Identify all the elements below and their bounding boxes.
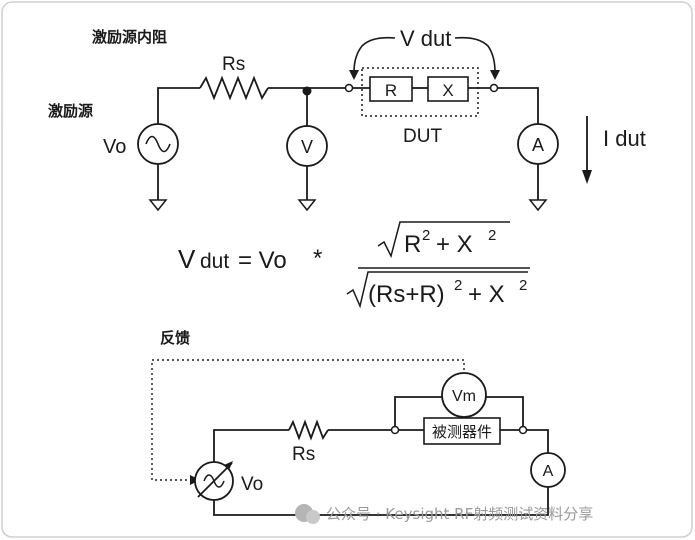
wire-ammeter-top bbox=[498, 87, 539, 124]
wire-bottom-left bbox=[213, 429, 289, 462]
terminal-left bbox=[390, 425, 400, 435]
label-ammeter: A bbox=[532, 135, 544, 155]
wire-vm-left bbox=[394, 396, 442, 426]
ground-icon bbox=[148, 199, 168, 212]
r-box bbox=[369, 76, 413, 102]
terminal-right bbox=[489, 83, 499, 93]
resistor-rs bbox=[199, 75, 269, 101]
label-dut: DUT bbox=[403, 126, 442, 147]
label-vdut: V dut bbox=[400, 26, 451, 51]
formula-eq-vo: = Vo bbox=[238, 247, 287, 274]
wire-bottom-return bbox=[213, 486, 549, 516]
den-plus-x: + X bbox=[468, 281, 505, 308]
sqrt-numerator bbox=[377, 221, 510, 259]
wire-vm-right bbox=[486, 396, 524, 426]
idut-arrowhead bbox=[582, 170, 592, 184]
label-vo2: Vo bbox=[241, 474, 263, 495]
vdut-arrow-left bbox=[353, 36, 396, 73]
label-source: 激励源 bbox=[48, 102, 93, 120]
ammeter2-icon bbox=[530, 452, 566, 488]
label-idut: I dut bbox=[603, 126, 646, 151]
arrowhead bbox=[349, 70, 359, 80]
top-circuit bbox=[157, 75, 539, 200]
label-dut2: 被测器件 bbox=[432, 423, 492, 441]
label-voltmeter: V bbox=[301, 137, 313, 157]
dut2-box bbox=[423, 417, 501, 445]
label-rs2: Rs bbox=[292, 444, 315, 465]
den-exp1: 2 bbox=[454, 277, 462, 294]
wire-ammeter2-top bbox=[527, 429, 549, 453]
den-exp2: 2 bbox=[519, 277, 527, 294]
num-plus-x: + X bbox=[436, 231, 473, 258]
label-amp2: A bbox=[543, 463, 554, 480]
vdut-arrow-right bbox=[454, 36, 496, 73]
sqrt-denominator bbox=[346, 271, 528, 309]
terminal-right bbox=[518, 425, 528, 435]
label-x: X bbox=[442, 81, 453, 100]
formula-times: * bbox=[313, 245, 322, 272]
formula-lhs-sub: dut bbox=[200, 250, 229, 273]
sine-icon bbox=[145, 135, 171, 153]
wire-source-top bbox=[157, 87, 200, 124]
label-feedback: 反馈 bbox=[160, 329, 190, 347]
watermark: 公众号 · Keysight RF射频测试资料分享 bbox=[295, 504, 593, 524]
arrowhead bbox=[490, 70, 500, 80]
label-source-impedance: 激励源内阻 bbox=[92, 28, 167, 46]
num-exp2: 2 bbox=[488, 227, 496, 244]
formula: V dut = Vo * R 2 + X 2 (Rs+R) 2 + X 2 bbox=[178, 221, 530, 309]
den-open: (Rs+R) bbox=[368, 281, 445, 308]
label-rs: Rs bbox=[222, 54, 245, 75]
x-box bbox=[427, 76, 469, 102]
dut-box bbox=[361, 67, 479, 117]
feedback-path bbox=[151, 359, 465, 481]
ground-icon bbox=[528, 199, 548, 212]
junction-dot bbox=[302, 86, 312, 96]
wechat-icon bbox=[306, 510, 320, 524]
label-r: R bbox=[385, 81, 397, 100]
voltmeter-icon bbox=[286, 125, 328, 167]
terminal-left bbox=[344, 83, 354, 93]
bottom-circuit bbox=[213, 396, 549, 516]
variable-arrow-icon bbox=[197, 462, 233, 498]
num-r: R bbox=[404, 231, 421, 258]
arrowhead bbox=[224, 461, 233, 470]
vm-meter-icon bbox=[441, 372, 487, 418]
resistor-rs2 bbox=[288, 419, 329, 441]
ammeter-icon bbox=[517, 123, 559, 165]
ground-icon bbox=[297, 199, 317, 212]
watermark-text: 公众号 · Keysight RF射频测试资料分享 bbox=[326, 505, 593, 523]
vdut-arrows bbox=[353, 36, 496, 73]
formula-lhs-v: V bbox=[178, 244, 196, 274]
label-vm: Vm bbox=[452, 388, 476, 405]
label-vo: Vo bbox=[103, 136, 126, 158]
num-exp1: 2 bbox=[422, 227, 430, 244]
